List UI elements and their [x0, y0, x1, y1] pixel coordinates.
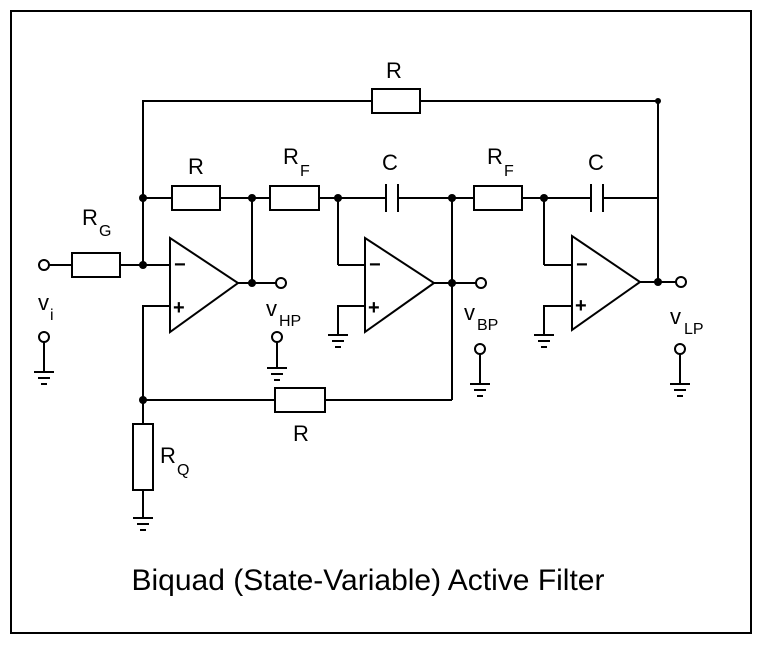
ground-vhp: [267, 367, 287, 381]
opamp-2-minus: −: [369, 254, 381, 276]
label-vbp-main: v: [464, 300, 475, 325]
wires: [43, 100, 681, 518]
opamp-3-plus: +: [575, 295, 587, 317]
opamp-3: [571, 234, 642, 332]
junctions: [139, 98, 662, 404]
label-r-bottom: R: [293, 421, 309, 446]
label-r-inner: R: [188, 154, 204, 179]
resistor-r-inner: [171, 185, 221, 211]
resistor-rf2: [473, 185, 523, 211]
label-rq-sub: Q: [177, 462, 189, 479]
ground-vi: [34, 371, 54, 385]
label-rq-main: R: [160, 443, 176, 468]
label-vbp-sub: BP: [477, 317, 498, 334]
capacitor-c1: [385, 184, 399, 212]
label-vi-sub: i: [50, 307, 54, 324]
resistor-rg: [71, 252, 121, 278]
label-vlp-sub: LP: [684, 321, 704, 338]
ground-rq: [133, 517, 153, 531]
resistor-r-bottom: [274, 387, 326, 413]
ground-symbols: [34, 334, 690, 531]
opamp-1: [169, 236, 240, 334]
label-vhp-main: v: [266, 296, 277, 321]
label-vlp-main: v: [670, 304, 681, 329]
ground-opamp-2: [328, 334, 348, 348]
opamp-1-plus: +: [173, 297, 185, 319]
ground-vbp: [470, 383, 490, 397]
resistor-r-top: [371, 88, 421, 114]
opamp-2-plus: +: [368, 297, 380, 319]
label-rf1-main: R: [283, 144, 299, 169]
label-rf2-sub: F: [504, 163, 514, 180]
capacitor-c2: [590, 184, 604, 212]
resistor-rq: [132, 423, 154, 491]
label-r-top: R: [386, 58, 402, 83]
label-vhp-sub: HP: [279, 313, 301, 330]
label-rf1-sub: F: [300, 163, 310, 180]
ground-opamp-3: [534, 334, 554, 348]
label-c1: C: [382, 150, 398, 175]
label-c2: C: [588, 150, 604, 175]
opamp-1-minus: −: [174, 254, 186, 276]
resistor-rf1: [269, 185, 320, 211]
terminals: [38, 259, 687, 355]
diagram-title: Biquad (State-Variable) Active Filter: [132, 564, 605, 597]
opamp-2: [364, 236, 436, 334]
label-rg-main: R: [82, 205, 98, 230]
label-rg-sub: G: [99, 223, 111, 240]
opamp-3-minus: −: [576, 254, 588, 276]
label-vi-main: v: [38, 290, 49, 315]
label-rf2-main: R: [487, 144, 503, 169]
ground-vlp: [670, 383, 690, 397]
